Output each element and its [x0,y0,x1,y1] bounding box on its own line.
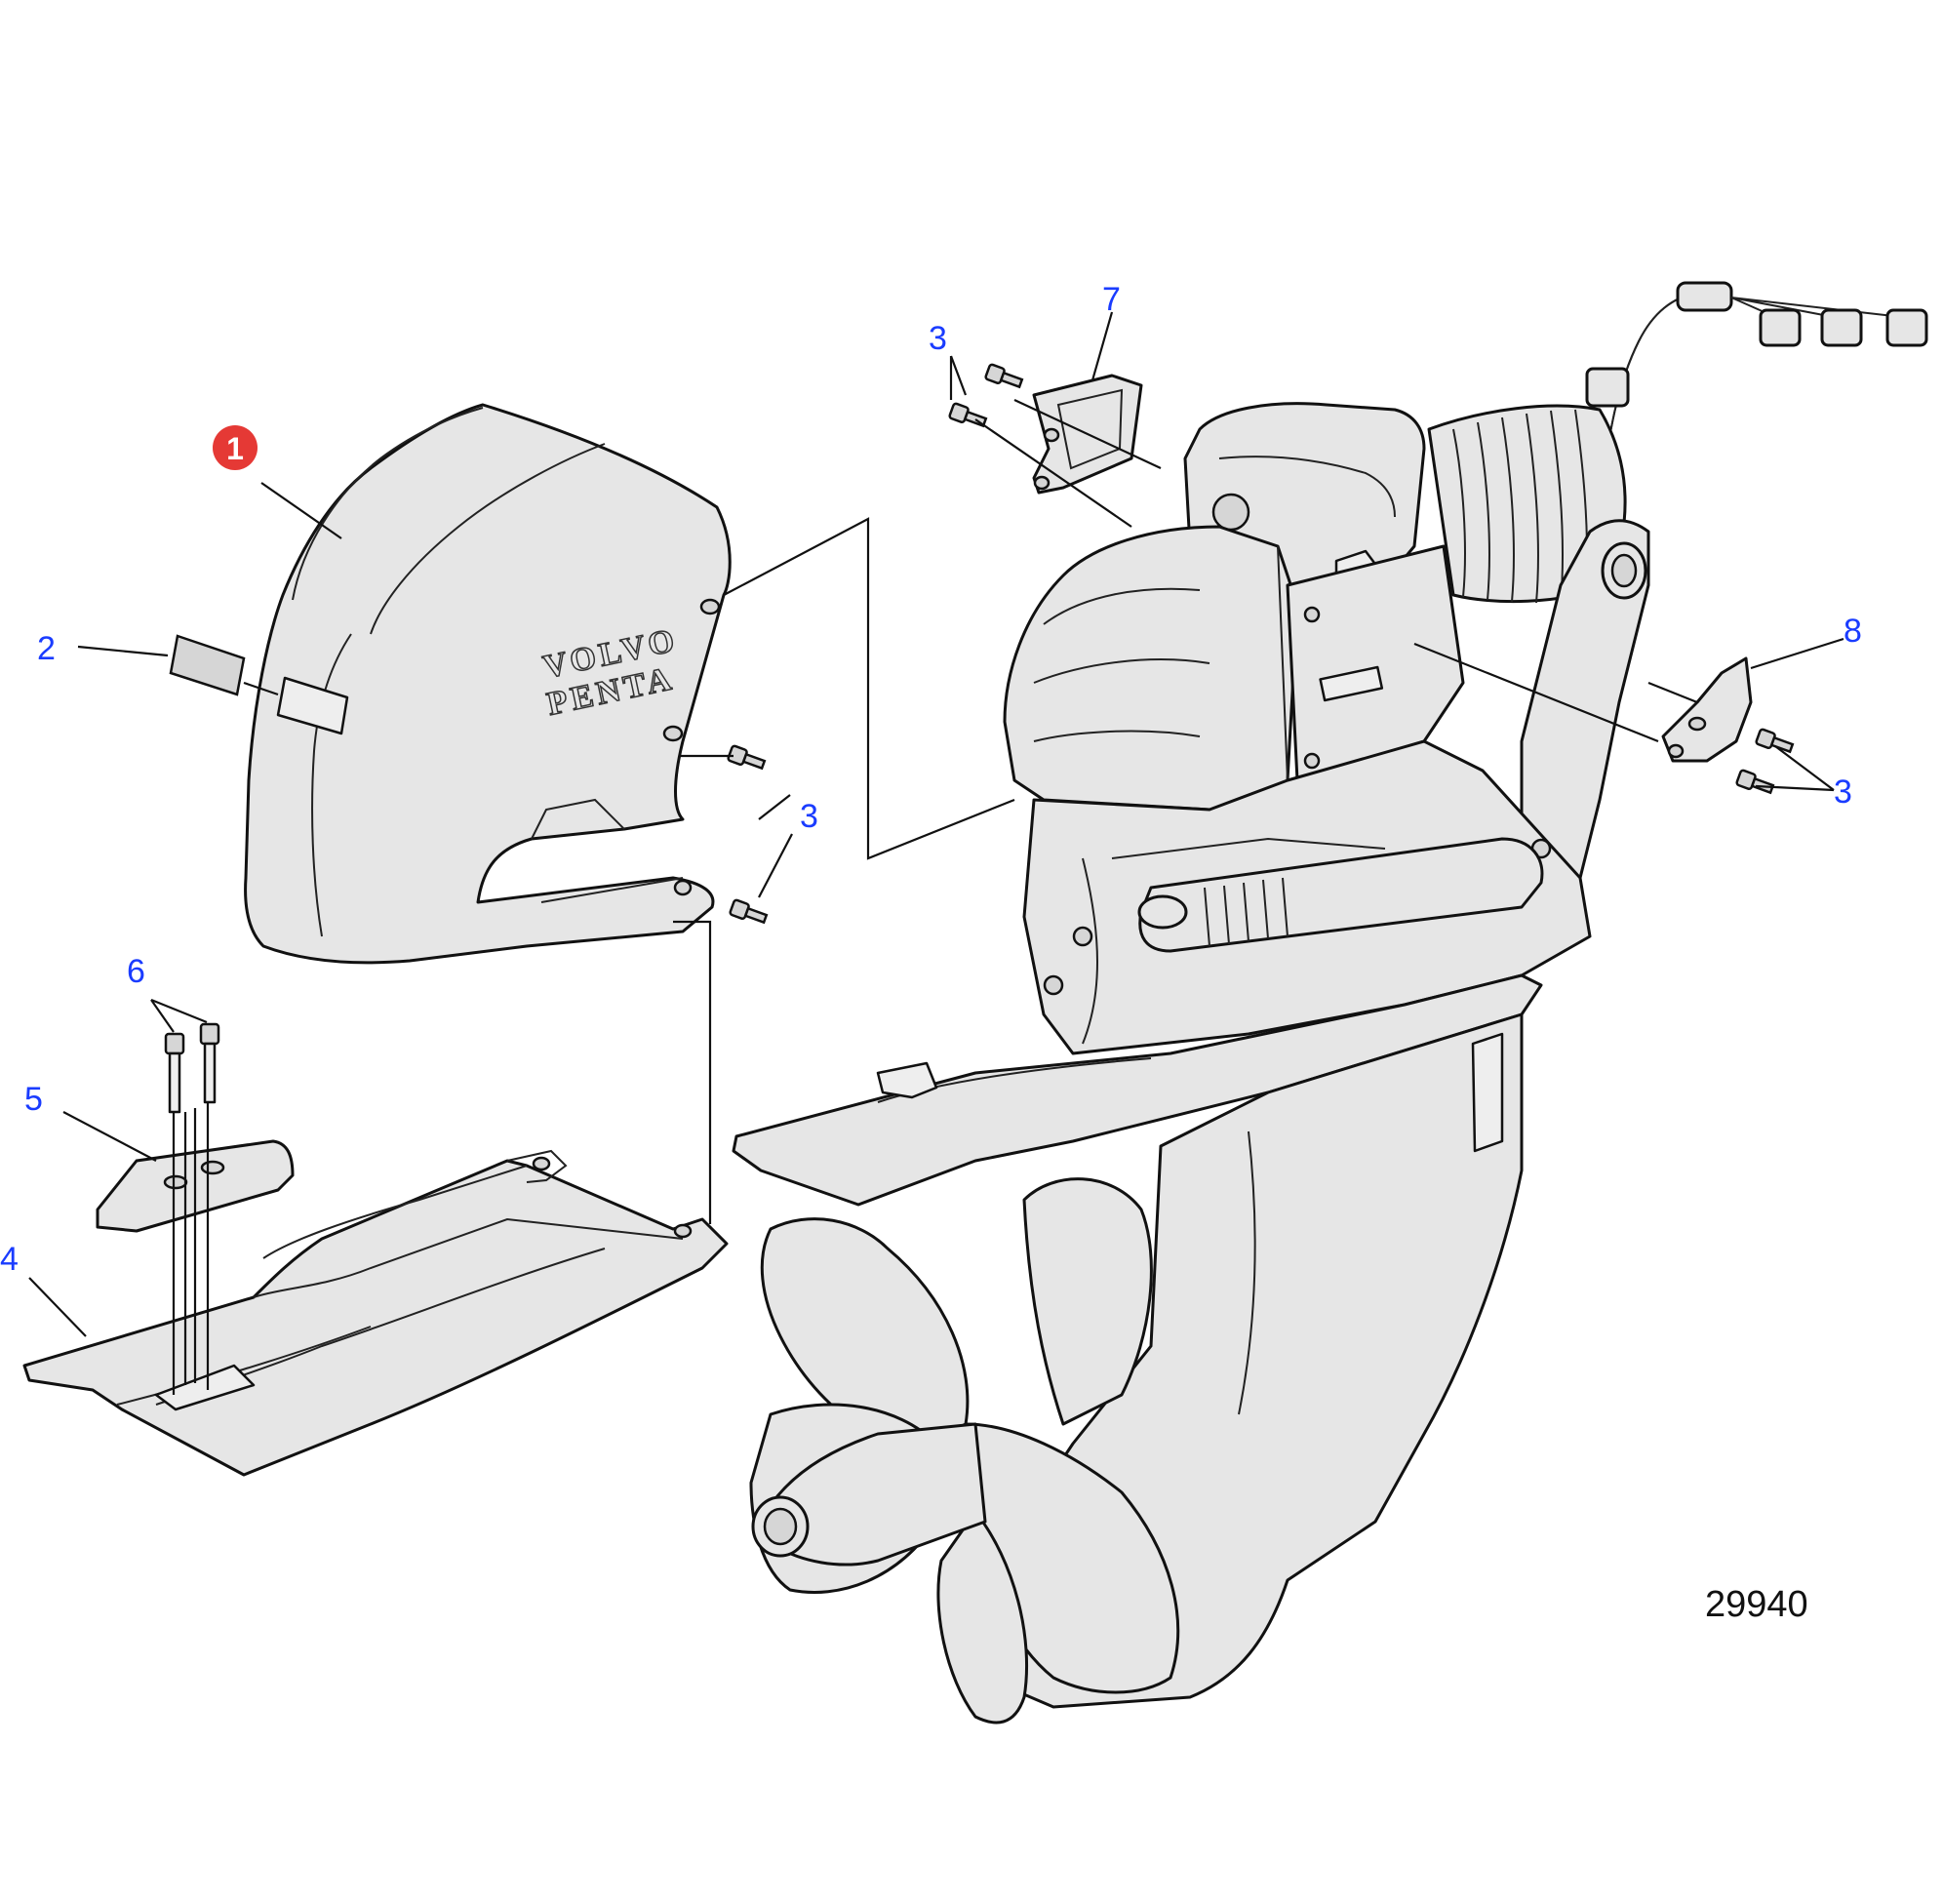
lower-cover-part[interactable] [22,1149,729,1477]
callout-8[interactable]: 8 [1844,613,1862,650]
drive-unit [732,281,1928,1725]
callout-3-cover[interactable]: 3 [800,798,818,835]
callout-3-bracket[interactable]: 3 [929,320,947,357]
callout-3-anode[interactable]: 3 [1834,774,1852,811]
screws-group[interactable] [727,363,1795,926]
leader-lines [28,311,1844,1395]
callout-4[interactable]: 4 [0,1241,19,1278]
callout-1-marker[interactable]: 1 [213,425,258,470]
anode-plate-part[interactable] [1661,656,1753,763]
callout-7[interactable]: 7 [1102,281,1121,318]
callout-1: 1 [226,431,244,466]
figure-number: 29940 [1705,1584,1808,1625]
callout-2[interactable]: 2 [37,630,56,667]
long-bolts-part[interactable] [164,1022,220,1114]
upper-cover-part[interactable]: VOLVO PENTA [244,403,732,965]
callout-5[interactable]: 5 [24,1081,43,1118]
decal-part[interactable] [169,634,246,696]
callout-6[interactable]: 6 [127,953,145,990]
